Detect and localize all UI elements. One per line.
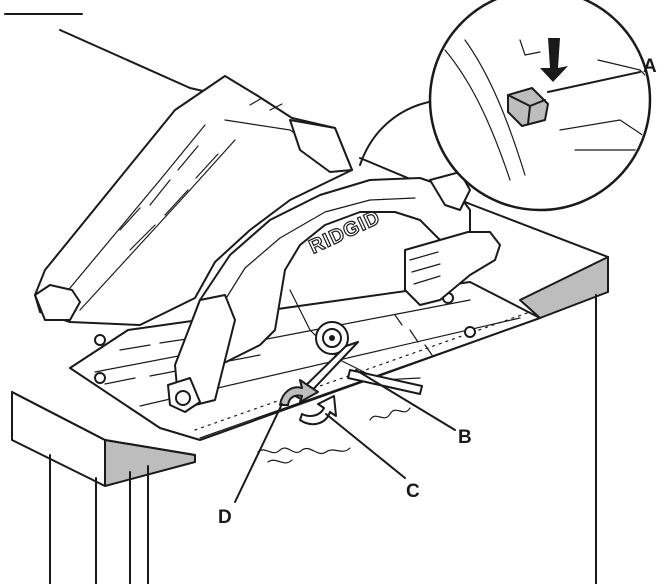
workbench — [11, 29, 609, 584]
spindle-lock-button — [507, 87, 549, 127]
sawdust — [257, 407, 411, 464]
press-down-arrow — [540, 38, 568, 82]
callout-c: C — [406, 481, 420, 502]
callout-d: D — [218, 507, 232, 528]
leader-lines — [234, 71, 641, 503]
callout-b: B — [458, 427, 472, 448]
saw-motor-housing — [34, 75, 353, 326]
front-handle — [167, 294, 236, 413]
detail-inset — [359, 0, 652, 212]
callout-a: A — [643, 56, 657, 77]
rotation-arrows — [279, 379, 337, 426]
blade-arbor — [315, 321, 349, 355]
rear-handle — [404, 231, 501, 306]
